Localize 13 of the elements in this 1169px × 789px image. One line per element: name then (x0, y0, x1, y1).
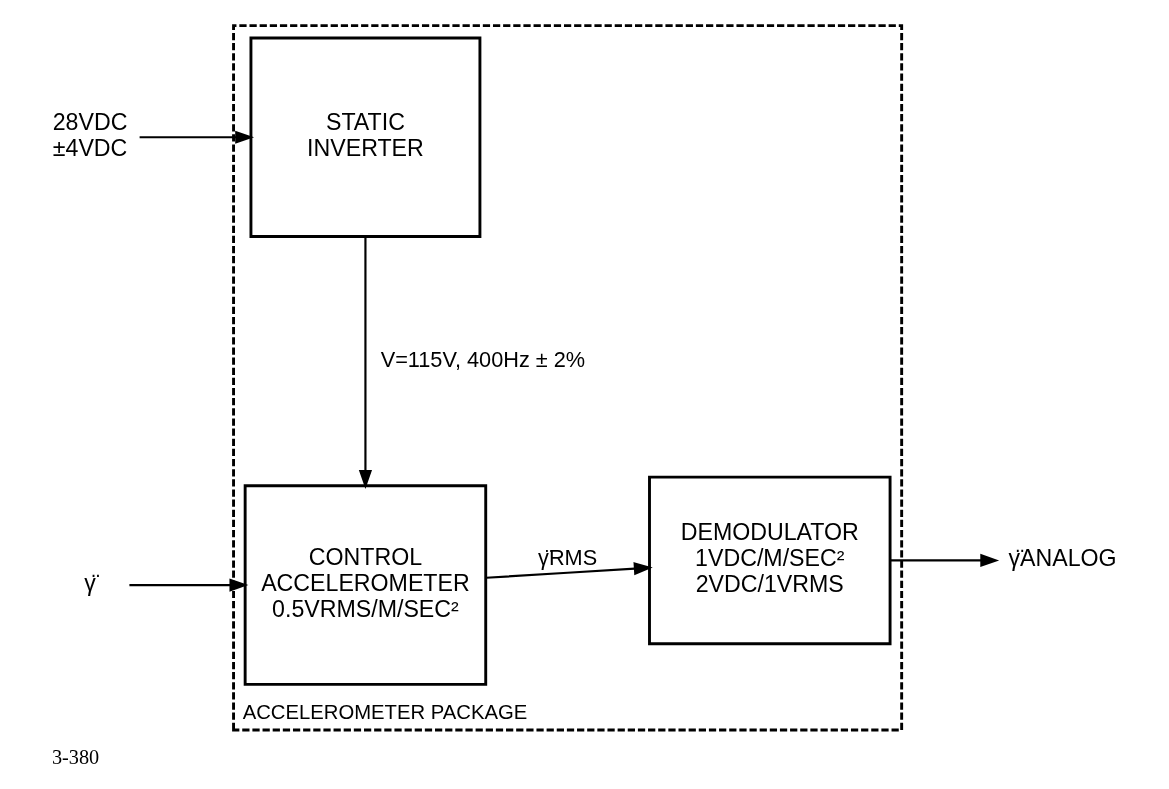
arrow (485, 562, 653, 579)
node-text: 28VDC ±4VDC (52, 108, 127, 161)
edge-label: γ̈RMS (537, 544, 597, 570)
arrow (358, 236, 372, 489)
edge-label: V=115V, 400Hz ± 2% (380, 346, 585, 372)
node-box: STATIC INVERTER (249, 36, 481, 238)
node-box: DEMODULATOR 1VDC/M/SEC² 2VDC/1VRMS (647, 475, 892, 646)
arrow (889, 553, 999, 568)
arrow (128, 578, 248, 592)
arrow (139, 130, 254, 144)
caption: 3-380 (51, 745, 99, 768)
node-text: γ̈ANALOG (1007, 544, 1117, 571)
node-box: CONTROL ACCELEROMETER 0.5VRMS/M/SEC² (243, 484, 487, 686)
